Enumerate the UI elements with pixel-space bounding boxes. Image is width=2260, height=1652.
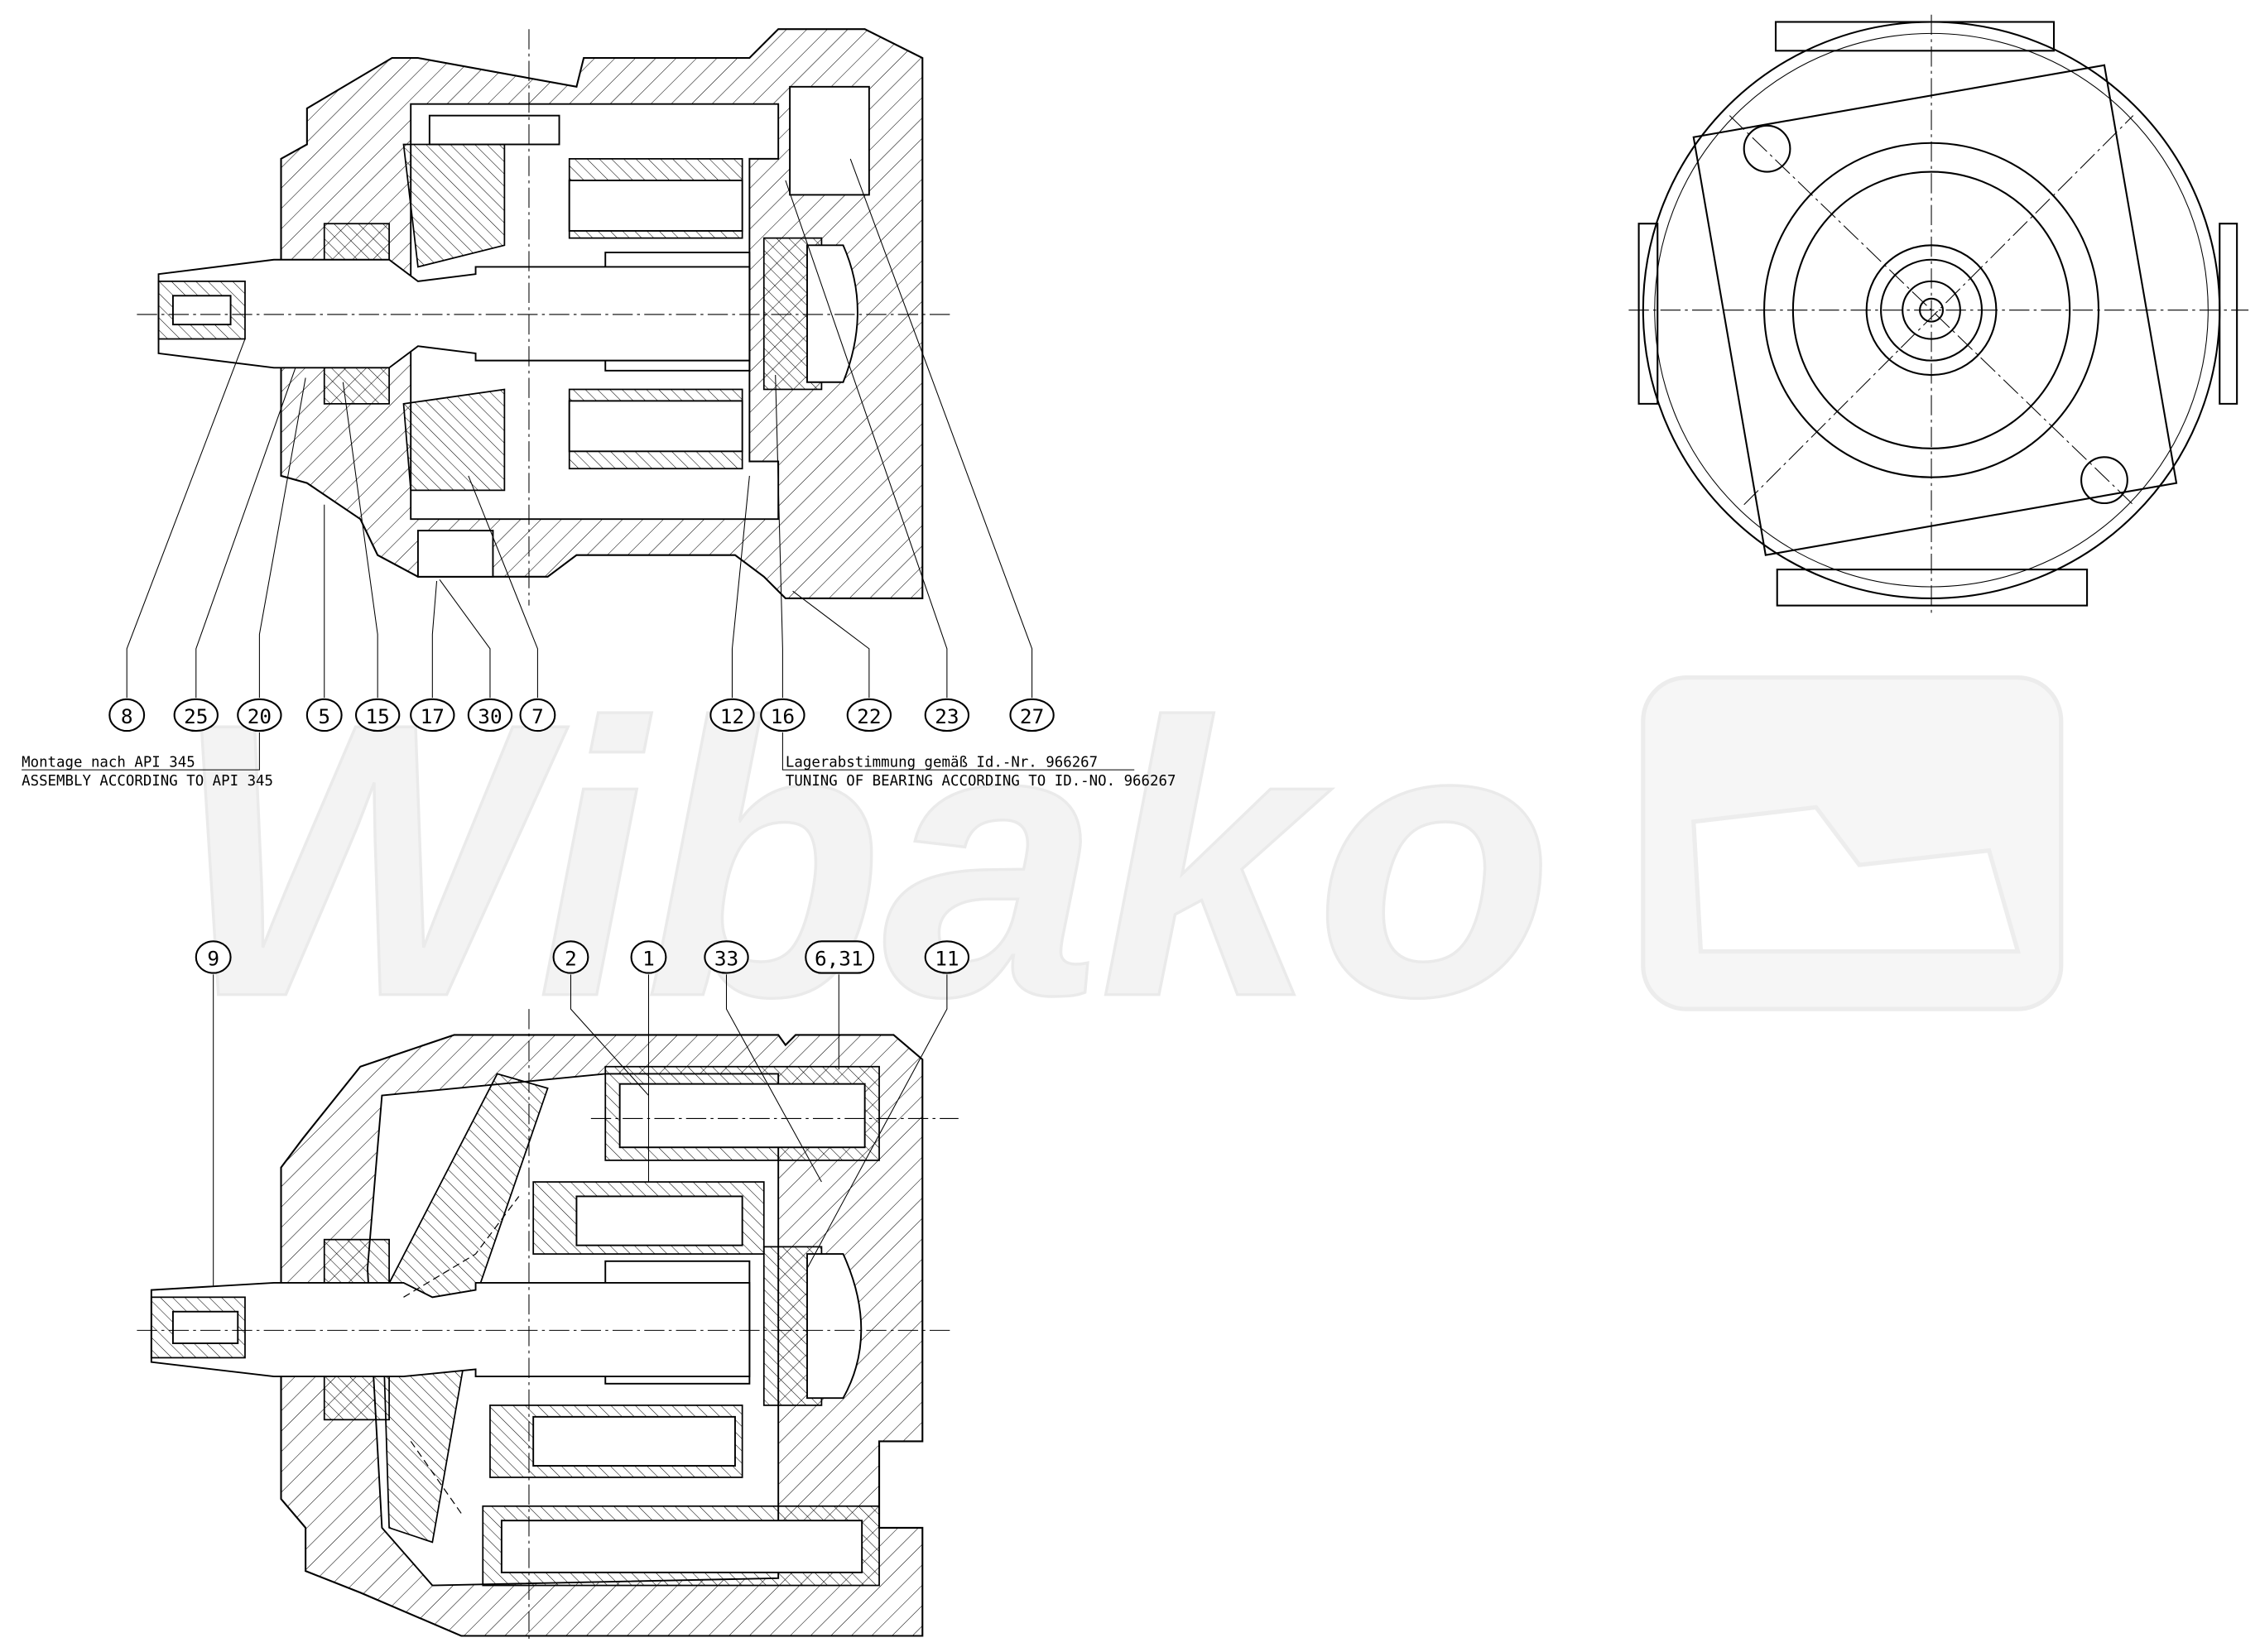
note-bearing-en: TUNING OF BEARING ACCORDING TO ID.-NO. 9… bbox=[786, 773, 1176, 790]
callout-6-31: 6,31 bbox=[805, 940, 875, 974]
callout-16: 16 bbox=[760, 698, 805, 732]
svg-text:15: 15 bbox=[365, 704, 389, 728]
bottom-section-view bbox=[137, 1009, 959, 1644]
svg-text:20: 20 bbox=[248, 704, 272, 728]
callout-12: 12 bbox=[709, 698, 755, 732]
svg-text:30: 30 bbox=[478, 704, 502, 728]
svg-text:11: 11 bbox=[935, 947, 959, 971]
front-view bbox=[1628, 14, 2249, 613]
callout-8: 8 bbox=[108, 698, 146, 732]
callout-30: 30 bbox=[467, 698, 513, 732]
callout-1: 1 bbox=[630, 940, 667, 974]
svg-text:23: 23 bbox=[935, 704, 959, 728]
callout-22: 22 bbox=[846, 698, 892, 732]
svg-text:8: 8 bbox=[121, 704, 133, 728]
watermark-logo: Wibako bbox=[171, 641, 2064, 1078]
callout-25: 25 bbox=[173, 698, 219, 732]
svg-text:22: 22 bbox=[857, 704, 881, 728]
bottom-callouts bbox=[213, 974, 948, 1286]
svg-text:17: 17 bbox=[421, 704, 445, 728]
svg-text:6,31: 6,31 bbox=[815, 947, 863, 971]
callout-7: 7 bbox=[519, 698, 556, 732]
svg-text:12: 12 bbox=[720, 704, 744, 728]
note-assembly-de: Montage nach API 345 bbox=[22, 755, 195, 771]
svg-text:16: 16 bbox=[771, 704, 795, 728]
svg-text:25: 25 bbox=[184, 704, 208, 728]
svg-text:9: 9 bbox=[207, 947, 219, 971]
svg-text:1: 1 bbox=[642, 947, 655, 971]
callout-27: 27 bbox=[1009, 698, 1055, 732]
svg-text:5: 5 bbox=[318, 704, 330, 728]
callout-15: 15 bbox=[355, 698, 401, 732]
callout-33: 33 bbox=[704, 940, 749, 974]
callout-17: 17 bbox=[410, 698, 455, 732]
callout-9: 9 bbox=[195, 940, 232, 974]
note-assembly-en: ASSEMBLY ACCORDING TO API 345 bbox=[22, 773, 273, 790]
callout-11: 11 bbox=[924, 940, 970, 974]
svg-text:27: 27 bbox=[1020, 704, 1044, 728]
svg-text:2: 2 bbox=[565, 947, 577, 971]
callout-2: 2 bbox=[552, 940, 589, 974]
callout-5: 5 bbox=[305, 698, 343, 732]
svg-text:7: 7 bbox=[531, 704, 544, 728]
callout-20: 20 bbox=[237, 698, 282, 732]
callout-23: 23 bbox=[924, 698, 970, 732]
note-bearing-de: Lagerabstimmung gemäß Id.-Nr. 966267 bbox=[786, 755, 1098, 771]
svg-text:33: 33 bbox=[714, 947, 738, 971]
top-callouts bbox=[22, 158, 1135, 771]
top-section-view bbox=[137, 28, 952, 606]
